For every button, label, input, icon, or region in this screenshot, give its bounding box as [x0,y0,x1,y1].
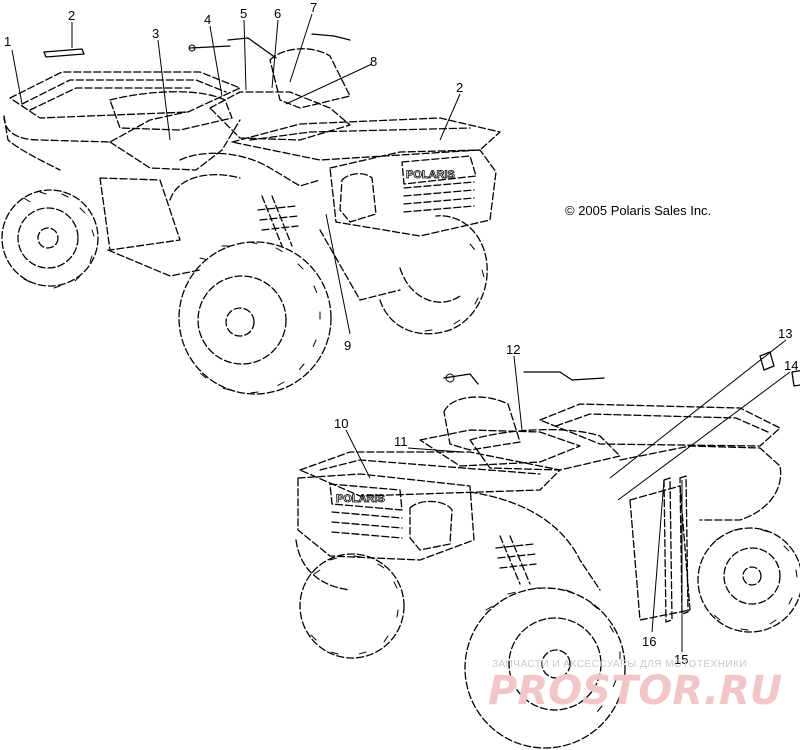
watermark: ЗАПЧАСТИ И АКСЕССУАРЫ ДЛЯ МОТОТЕХНИКИ PR… [488,659,782,714]
callout-label: 7 [310,0,317,15]
atv-bottom-illustration: POLARIS [295,351,800,749]
callout-label: 6 [274,6,281,21]
callout-label: 16 [642,634,656,649]
callout-label: 8 [370,54,377,69]
grille-brand-bottom: POLARIS [336,493,385,505]
callout-leaders [11,13,791,652]
atv-top-illustration: POLARIS [1,33,501,395]
callout-label: 13 [778,326,792,341]
callout-label: 15 [674,652,688,667]
grille-brand-top: POLARIS [406,169,455,181]
watermark-logo: PROSTOR.RU [488,668,782,714]
callout-label: 14 [784,358,798,373]
callout-labels: 1 2 3 4 5 6 7 8 2 9 10 11 12 13 14 16 15 [4,0,798,667]
callout-label: 9 [344,338,351,353]
callout-label: 11 [394,434,408,449]
callout-label: 4 [204,12,211,27]
callout-label: 2 [68,8,75,23]
callout-label: 1 [4,34,11,49]
callout-label: 3 [152,26,159,41]
callout-label: 5 [240,6,247,21]
watermark-tagline: ЗАПЧАСТИ И АКСЕССУАРЫ ДЛЯ МОТОТЕХНИКИ [492,659,747,670]
callout-label: 12 [506,342,520,357]
callout-label: 2 [456,80,463,95]
callout-label: 10 [334,416,348,431]
copyright-notice: © 2005 Polaris Sales Inc. [565,203,711,218]
